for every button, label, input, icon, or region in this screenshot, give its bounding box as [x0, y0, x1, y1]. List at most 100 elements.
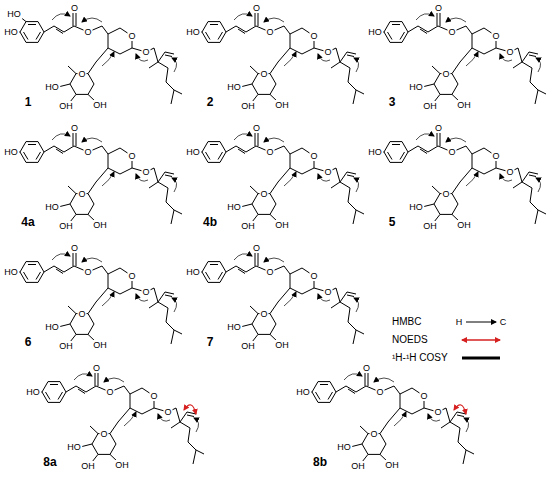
atom-label: OH	[58, 221, 74, 231]
atom-label: O	[252, 3, 261, 13]
atom-label: OH	[58, 101, 74, 111]
atom-label: O	[77, 189, 86, 199]
compound-number: 4a	[20, 217, 35, 227]
atom-label: O	[441, 189, 450, 199]
atom-label: O	[419, 391, 428, 401]
atom-label: O	[92, 363, 101, 373]
atom-label: HO	[367, 27, 383, 37]
atom-label: OH	[240, 101, 256, 111]
atom-label: OH	[240, 341, 256, 351]
atom-label: OH	[456, 100, 472, 110]
atom-label: O	[369, 429, 378, 439]
atom-label: O	[491, 31, 500, 41]
atom-label: OH	[350, 461, 366, 471]
atom-label: HO	[3, 147, 19, 157]
legend-text: NOEDS	[392, 334, 428, 346]
atom-label: HO	[6, 9, 22, 19]
atom-label: HO	[185, 147, 201, 157]
atom-label: OH	[92, 220, 108, 230]
atom-label: OH	[274, 220, 290, 230]
atom-label: O	[105, 387, 114, 397]
atom-label: HO	[408, 82, 424, 92]
atom-label: OH	[384, 460, 400, 470]
atom-label: HO	[25, 387, 41, 397]
atom-label: HO	[295, 387, 311, 397]
atom-label: HO	[44, 322, 60, 332]
atom-label: O	[259, 189, 268, 199]
hmbc-sample	[466, 322, 496, 323]
atom-label: O	[323, 47, 332, 57]
compound-number: 3	[388, 97, 397, 107]
atom-label: O	[77, 69, 86, 79]
cosy-sample	[462, 357, 500, 360]
atom-label: HO	[367, 147, 383, 157]
atom-label: HO	[66, 442, 82, 452]
atom-label: HO	[44, 82, 60, 92]
atom-label: HO	[3, 27, 19, 37]
atom-label: HO	[226, 202, 242, 212]
legend-text: HMBC	[392, 316, 421, 328]
atom-label: OH	[456, 220, 472, 230]
compound-number: 8a	[42, 457, 57, 467]
atom-label: OH	[274, 100, 290, 110]
atom-label: O	[127, 151, 136, 161]
atom-label: OH	[422, 221, 438, 231]
atom-label: O	[447, 27, 456, 37]
compound-number: 2	[206, 97, 215, 107]
atom-label: O	[70, 123, 79, 133]
atom-label: O	[163, 407, 172, 417]
atom-label: O	[83, 267, 92, 277]
legend-atom: H	[455, 317, 464, 327]
compound-number: 8b	[312, 457, 328, 467]
atom-label: OH	[80, 461, 96, 471]
compound-number: 6	[24, 337, 33, 347]
atom-label: HO	[226, 322, 242, 332]
atom-label: OH	[92, 340, 108, 350]
atom-label: O	[127, 31, 136, 41]
atom-label: O	[127, 271, 136, 281]
atom-label: O	[265, 147, 274, 157]
atom-label: HO	[44, 202, 60, 212]
compound-number: 1	[24, 97, 33, 107]
atom-label: O	[441, 69, 450, 79]
atom-label: OH	[422, 101, 438, 111]
atom-label: O	[259, 69, 268, 79]
atom-label: HO	[3, 267, 19, 277]
atom-label: O	[70, 3, 79, 13]
atom-label: OH	[92, 100, 108, 110]
atom-label: O	[447, 147, 456, 157]
atom-label: O	[141, 167, 150, 177]
atom-label: OH	[114, 460, 130, 470]
atom-label: O	[323, 287, 332, 297]
atom-label: O	[309, 31, 318, 41]
atom-label: O	[252, 243, 261, 253]
atom-label: HO	[185, 27, 201, 37]
atom-label: O	[323, 167, 332, 177]
atom-label: O	[83, 27, 92, 37]
atom-label: O	[265, 267, 274, 277]
atom-label: OH	[240, 221, 256, 231]
atom-label: O	[141, 287, 150, 297]
compound-number: 4b	[202, 217, 218, 227]
atom-label: O	[252, 123, 261, 133]
noeds-sample	[462, 339, 500, 341]
atom-label: O	[309, 271, 318, 281]
atom-label: HO	[336, 442, 352, 452]
atom-label: O	[265, 27, 274, 37]
atom-label: O	[70, 243, 79, 253]
atom-label: O	[362, 363, 371, 373]
atom-label: O	[309, 151, 318, 161]
atom-label: O	[505, 167, 514, 177]
atom-label: O	[375, 387, 384, 397]
atom-label: O	[77, 309, 86, 319]
atom-label: O	[141, 47, 150, 57]
atom-label: O	[259, 309, 268, 319]
atom-label: OH	[58, 341, 74, 351]
atom-label: O	[434, 123, 443, 133]
atom-label: O	[505, 47, 514, 57]
atom-label: HO	[408, 202, 424, 212]
atom-label: O	[434, 3, 443, 13]
atom-label: O	[99, 429, 108, 439]
atom-label: O	[491, 151, 500, 161]
